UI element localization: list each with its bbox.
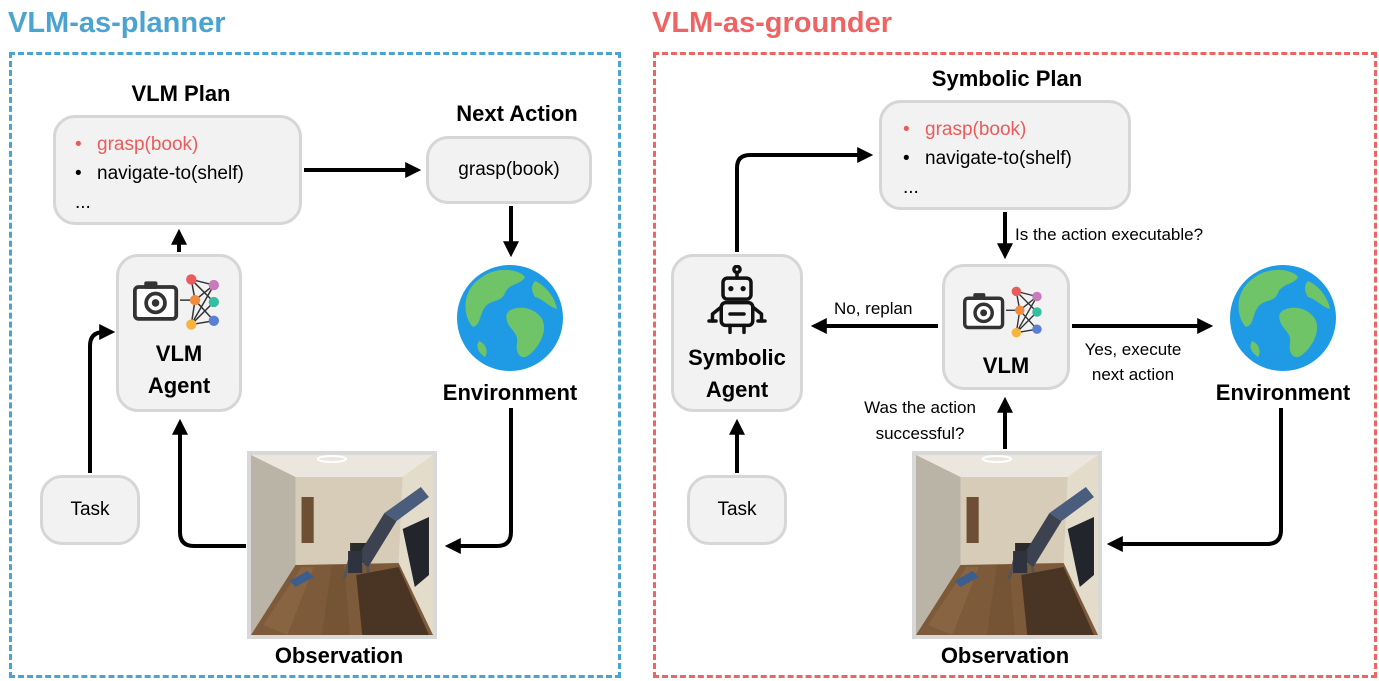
vlm-plan-title: VLM Plan <box>131 81 231 106</box>
grounder-observation-label: Observation <box>940 643 1070 668</box>
grounder-environment-label: Environment <box>1215 380 1351 405</box>
vlm-agent-label-line1: VLM <box>155 341 203 366</box>
next-action-title: Next Action <box>456 101 578 126</box>
symbolic-plan-list: grasp(book) navigate-to(shelf) ... <box>903 115 1128 202</box>
yes-execute-line1: Yes, execute <box>1084 340 1182 359</box>
planner-observation-label: Observation <box>274 643 404 668</box>
planner-task-box: Task <box>40 475 140 545</box>
grounder-title: VLM-as-grounder <box>652 7 893 39</box>
vlm-grounder-label: VLM <box>982 353 1030 378</box>
vlm-plan-box: grasp(book) navigate-to(shelf) ... <box>53 115 302 225</box>
symbolic-plan-title: Symbolic Plan <box>931 66 1083 91</box>
question-success-line1: Was the action <box>864 398 976 417</box>
symbolic-agent-label-line1: Symbolic <box>688 345 786 370</box>
question-executable: Is the action executable? <box>1015 225 1204 244</box>
symbolic-agent-label-line2: Agent <box>705 377 769 402</box>
camera-network-icon <box>963 283 1049 341</box>
plan-item-ellipsis: ... <box>75 192 91 213</box>
next-action-box: grasp(book) <box>426 136 592 204</box>
planner-environment-label: Environment <box>442 380 578 405</box>
vlm-grounder-box: VLM <box>942 264 1070 390</box>
camera-network-icon <box>133 271 227 333</box>
symbolic-plan-item: navigate-to(shelf) <box>903 144 1128 173</box>
grounder-panel <box>653 52 1377 678</box>
symbolic-plan-item-highlighted: grasp(book) <box>903 115 1128 144</box>
vlm-agent-box: VLM Agent <box>116 254 242 412</box>
robot-icon <box>702 265 772 335</box>
next-action-text: grasp(book) <box>458 159 560 180</box>
grounder-observation-image <box>912 451 1102 639</box>
symbolic-plan-item-ellipsis: ... <box>903 177 919 198</box>
planner-title: VLM-as-planner <box>8 7 226 39</box>
planner-observation-image <box>247 451 437 639</box>
plan-item-highlighted: grasp(book) <box>75 130 299 159</box>
grounder-task-label: Task <box>717 499 757 520</box>
symbolic-agent-box: Symbolic Agent <box>671 254 803 412</box>
no-replan-label: No, replan <box>834 299 913 318</box>
planner-task-label: Task <box>70 499 110 520</box>
grounder-task-box: Task <box>687 475 787 545</box>
yes-execute-line2: next action <box>1091 365 1175 384</box>
earth-globe-icon <box>1228 263 1338 373</box>
vlm-agent-label-line2: Agent <box>147 373 211 398</box>
symbolic-plan-box: grasp(book) navigate-to(shelf) ... <box>879 100 1131 210</box>
planner-panel <box>9 52 621 678</box>
vlm-plan-list: grasp(book) navigate-to(shelf) ... <box>75 130 299 217</box>
plan-item: navigate-to(shelf) <box>75 159 299 188</box>
question-success-line2: successful? <box>875 424 965 443</box>
earth-globe-icon <box>455 263 565 373</box>
